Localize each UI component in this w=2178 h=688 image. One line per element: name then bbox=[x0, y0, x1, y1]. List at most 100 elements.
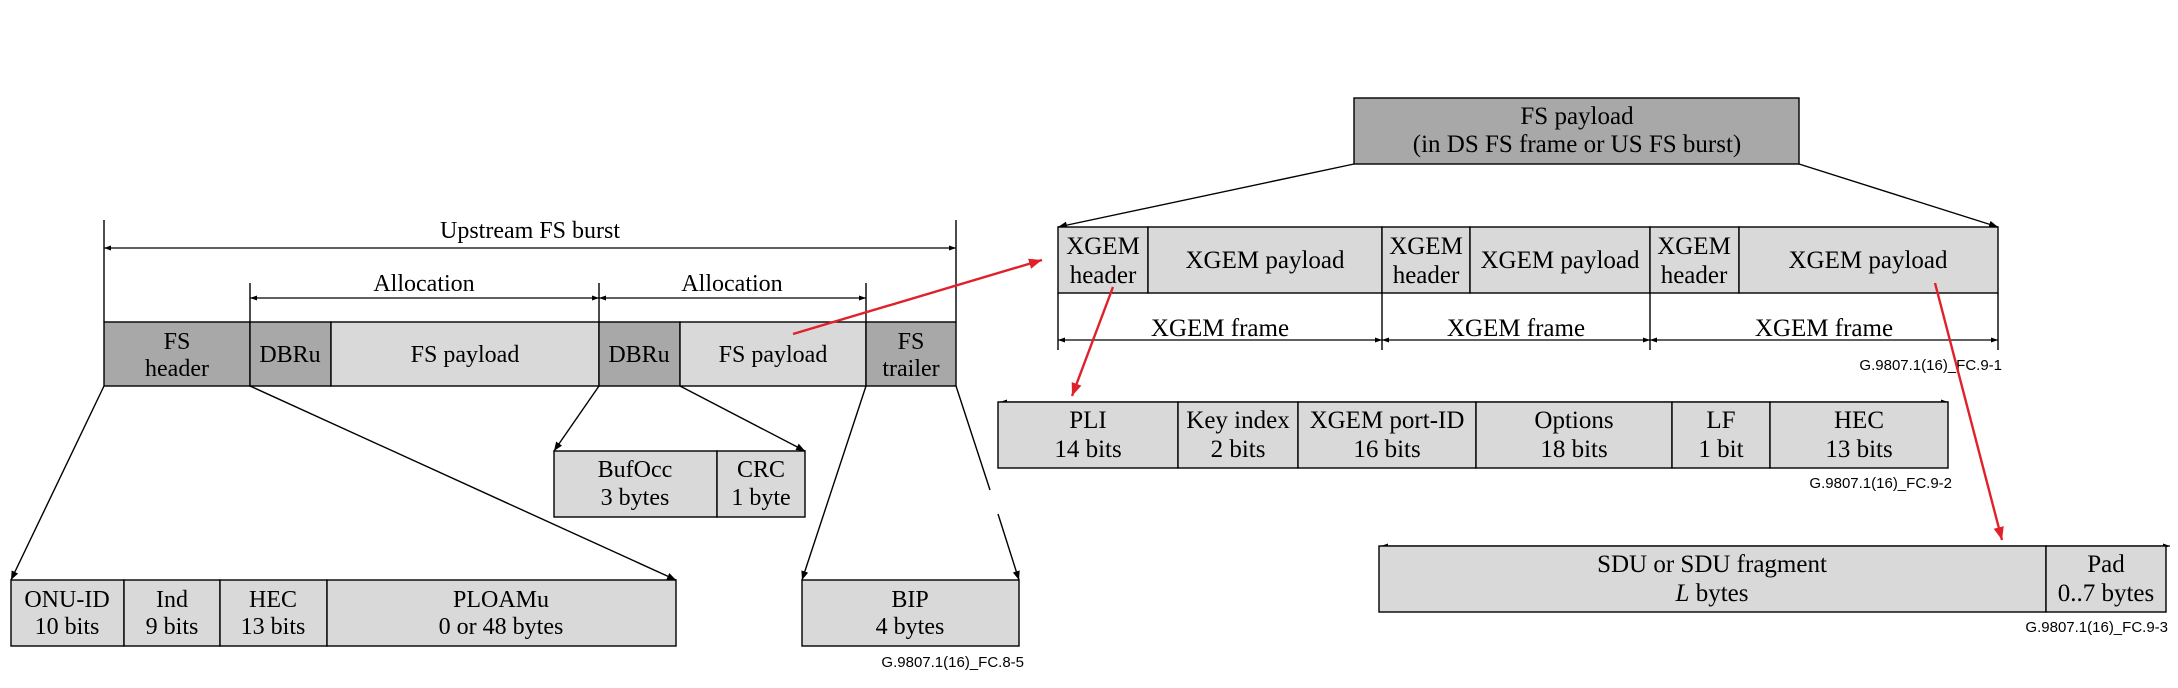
ploamu-label: PLOAMu bbox=[453, 587, 549, 613]
expansion-arrow bbox=[553, 385, 600, 452]
expansion-arrow bbox=[1057, 163, 1355, 229]
bufocc-field bbox=[553, 450, 718, 518]
onu-id-field bbox=[10, 579, 125, 647]
onu-id-label: ONU-ID bbox=[24, 587, 109, 613]
figure-id: G.9807.1(16)_FC.9-1 bbox=[1859, 357, 2002, 374]
hec-field bbox=[1769, 401, 1949, 469]
xgem-header-label: XGEM bbox=[1657, 233, 1731, 260]
xgem-header-label: header bbox=[1070, 262, 1137, 289]
hec-field bbox=[219, 579, 328, 647]
sdu-field bbox=[1378, 545, 2047, 613]
hec-label: HEC bbox=[1834, 407, 1884, 434]
fs-trailer-field bbox=[865, 321, 957, 387]
sdu-size: L bytes bbox=[1675, 580, 1749, 607]
onu-id-size: 10 bits bbox=[35, 614, 100, 640]
lf-field bbox=[1671, 401, 1771, 469]
xgem-payload-field bbox=[1469, 226, 1651, 294]
xgem-framing-figure: FS payload (in DS FS frame or US FS burs… bbox=[1057, 97, 2002, 374]
xgem-payload-label: XGEM payload bbox=[1789, 247, 1948, 274]
dbru-label: DBRu bbox=[259, 342, 320, 368]
bufocc-label: BufOcc bbox=[598, 457, 673, 483]
xgem-payload-label: XGEM payload bbox=[1186, 247, 1345, 274]
xgem-payload-field bbox=[1147, 226, 1383, 294]
pad-field bbox=[2045, 545, 2167, 613]
hec-size: 13 bits bbox=[241, 614, 306, 640]
fs-payload-to-xgem-arrow bbox=[792, 258, 1043, 336]
expansion-arrow bbox=[249, 385, 677, 581]
sdu-size-variable: L bbox=[1675, 580, 1690, 607]
burst-label: Upstream FS burst bbox=[440, 218, 620, 244]
hec-size: 13 bits bbox=[1825, 436, 1892, 463]
fs-payload-source-label: FS payload bbox=[1520, 103, 1634, 130]
ploamu-field bbox=[326, 579, 677, 647]
xgem-header-figure: PLI 14 bits Key index 2 bits XGEM port-I… bbox=[997, 399, 1952, 492]
fs-payload-label: FS payload bbox=[411, 342, 520, 368]
pad-size: 0..7 bytes bbox=[2058, 580, 2155, 607]
xgem-header-label: XGEM bbox=[1066, 233, 1140, 260]
expansion-arrow bbox=[997, 513, 1020, 581]
expansion-arrow bbox=[801, 385, 867, 581]
figure-id: G.9807.1(16)_FC.9-2 bbox=[1809, 475, 1952, 492]
expansion-arrow bbox=[1798, 163, 1999, 228]
key-index-field bbox=[1177, 401, 1299, 469]
xgem-header-label: header bbox=[1661, 262, 1728, 289]
fs-trailer-label: FS bbox=[898, 329, 925, 355]
xgem-header-field bbox=[1057, 226, 1149, 294]
ploamu-size: 0 or 48 bytes bbox=[439, 614, 564, 640]
key-index-size: 2 bits bbox=[1211, 436, 1266, 463]
lf-label: LF bbox=[1706, 407, 1735, 434]
pad-label: Pad bbox=[2087, 551, 2125, 578]
ind-size: 9 bits bbox=[146, 614, 199, 640]
fs-header-field bbox=[103, 321, 251, 387]
bufocc-size: 3 bytes bbox=[601, 485, 670, 511]
hec-label: HEC bbox=[249, 587, 297, 613]
xgem-frame-label: XGEM frame bbox=[1755, 315, 1893, 342]
dbru-field bbox=[249, 321, 332, 387]
ind-label: Ind bbox=[156, 587, 188, 613]
xgem-payload-detail-arrow bbox=[1933, 282, 2004, 541]
xgem-header-label: XGEM bbox=[1389, 233, 1463, 260]
xgem-frame-label: XGEM frame bbox=[1447, 315, 1585, 342]
bip-label: BIP bbox=[891, 587, 928, 613]
allocation-label: Allocation bbox=[373, 271, 474, 297]
fs-payload-label: FS payload bbox=[719, 342, 828, 368]
key-index-label: Key index bbox=[1186, 407, 1290, 434]
xgem-header-field bbox=[1381, 226, 1471, 294]
pli-field bbox=[997, 401, 1179, 469]
fs-trailer-label: trailer bbox=[882, 356, 939, 382]
xgem-payload-figure: SDU or SDU fragment L bytes Pad 0..7 byt… bbox=[1378, 543, 2170, 636]
fs-payload-source-sublabel: (in DS FS frame or US FS burst) bbox=[1413, 131, 1742, 158]
pli-label: PLI bbox=[1069, 407, 1107, 434]
xgem-header-label: header bbox=[1393, 262, 1460, 289]
xgem-header-detail-arrow bbox=[1070, 286, 1115, 397]
expansion-arrow bbox=[679, 385, 806, 452]
xgem-port-id-field bbox=[1297, 401, 1477, 469]
dbru-label: DBRu bbox=[608, 342, 669, 368]
crc-size: 1 byte bbox=[731, 485, 790, 511]
bip-field bbox=[801, 579, 1020, 647]
sdu-size-unit: bytes bbox=[1689, 580, 1748, 607]
xgem-payload-field bbox=[1738, 226, 1999, 294]
crc-label: CRC bbox=[737, 457, 785, 483]
sdu-label: SDU or SDU fragment bbox=[1597, 551, 1827, 578]
figure-id: G.9807.1(16)_FC.8-5 bbox=[881, 654, 1024, 671]
upstream-fs-burst-figure: Upstream FS burst Allocation Allocation … bbox=[10, 218, 1024, 671]
fs-header-label: FS bbox=[164, 329, 191, 355]
ind-field bbox=[123, 579, 221, 647]
figure-id: G.9807.1(16)_FC.9-3 bbox=[2025, 619, 2168, 636]
lf-size: 1 bit bbox=[1698, 436, 1743, 463]
options-size: 18 bits bbox=[1540, 436, 1607, 463]
expansion-arrow bbox=[10, 385, 105, 581]
allocation-label: Allocation bbox=[681, 271, 782, 297]
crc-field bbox=[716, 450, 806, 518]
xgem-header-field bbox=[1649, 226, 1740, 294]
xgem-port-id-label: XGEM port-ID bbox=[1310, 407, 1465, 434]
expansion-arrow bbox=[955, 385, 991, 491]
xgem-frame-label: XGEM frame bbox=[1151, 315, 1289, 342]
xgem-port-id-size: 16 bits bbox=[1353, 436, 1420, 463]
bip-size: 4 bytes bbox=[876, 614, 945, 640]
fs-payload-source-box bbox=[1353, 97, 1800, 165]
xgem-payload-label: XGEM payload bbox=[1481, 247, 1640, 274]
options-field bbox=[1475, 401, 1673, 469]
